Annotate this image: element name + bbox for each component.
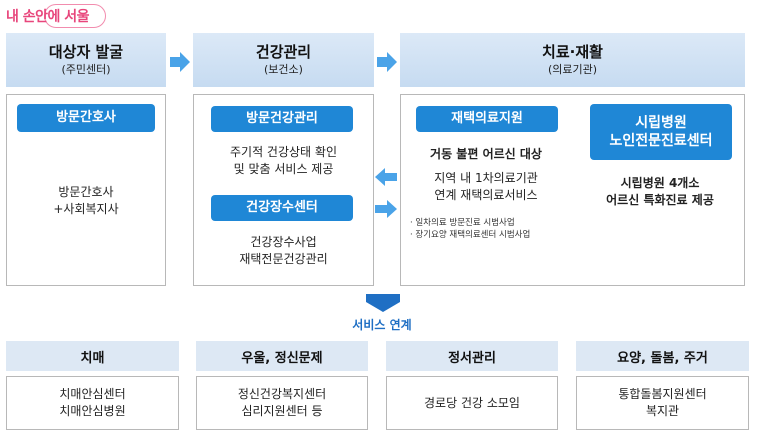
category-box-mental: 정신건강복지센터 심리지원센터 등 — [196, 376, 368, 430]
longevity-desc: 건강장수사업 재택전문건강관리 — [193, 234, 374, 268]
text-line: 치매안심병원 — [59, 404, 126, 418]
city-hospital-desc: 시립병원 4개소 어르신 특화진료 제공 — [574, 175, 746, 209]
header-title: 치료·재활 — [542, 43, 603, 61]
discovery-desc: 방문간호사 +사회복지사 — [6, 184, 166, 218]
text-line: 복지관 — [645, 404, 680, 418]
header-treatment: 치료·재활 (의료기관) — [400, 33, 745, 87]
category-head-care: 요양, 돌봄, 주거 — [576, 341, 749, 371]
category-head-emotion: 정서관리 — [386, 341, 558, 371]
pill-line: 시립병원 — [635, 115, 687, 131]
text-line: 심리지원센터 등 — [241, 404, 323, 418]
text-line: 치매안심센터 — [59, 387, 126, 401]
header-title: 대상자 발굴 — [48, 43, 124, 61]
text-line: 어르신 특화진료 제공 — [606, 193, 714, 207]
text-line: 및 맞춤 서비스 제공 — [233, 162, 334, 176]
category-head-mental: 우울, 정신문제 — [196, 341, 368, 371]
category-head-dementia: 치매 — [6, 341, 179, 371]
city-hospital-pill: 시립병원 노인전문진료센터 — [590, 104, 732, 160]
category-box-dementia: 치매안심센터 치매안심병원 — [6, 376, 179, 430]
category-box-emotion: 경로당 건강 소모임 — [386, 376, 558, 430]
text-line: 통합돌봄지원센터 — [618, 387, 707, 401]
logo-frame — [44, 4, 106, 28]
arrow-right-icon — [377, 52, 397, 72]
home-care-bullets: · 일차의료 방문진료 시범사업 · 장기요양 재택의료센터 시범사업 — [410, 217, 572, 241]
header-subtitle: (의료기관) — [547, 63, 598, 76]
arrow-right-icon — [375, 200, 397, 218]
seoul-logo: 내 손안에 서울 — [6, 9, 90, 25]
home-care-headline: 거동 불편 어르신 대상 — [430, 147, 542, 161]
arrow-right-icon — [170, 52, 190, 72]
visit-health-desc: 주기적 건강상태 확인 및 맞춤 서비스 제공 — [193, 144, 374, 178]
header-subtitle: (보건소) — [264, 63, 303, 76]
text-line: 시립병원 4개소 — [620, 176, 700, 190]
text-line: 경로당 건강 소모임 — [424, 395, 520, 410]
header-health: 건강관리 (보건소) — [193, 33, 374, 87]
header-title: 건강관리 — [255, 43, 312, 61]
arrow-left-icon — [375, 168, 397, 186]
text-line: 지역 내 1차의료기관 — [434, 171, 538, 185]
pill-line: 노인전문진료센터 — [609, 133, 713, 149]
visiting-nurse-pill: 방문간호사 — [17, 104, 155, 132]
longevity-center-pill: 건강장수센터 — [211, 195, 353, 221]
home-care-desc: 지역 내 1차의료기관 연계 재택의료서비스 — [400, 170, 572, 204]
text-line: 건강장수사업 — [250, 235, 317, 249]
text-line: 연계 재택의료서비스 — [434, 188, 538, 202]
text-line: 주기적 건강상태 확인 — [230, 145, 337, 159]
visit-health-pill: 방문건강관리 — [211, 106, 353, 132]
service-link-label: 서비스 연계 — [352, 318, 412, 332]
text-line: 정신건강복지센터 — [237, 387, 327, 401]
home-care-pill: 재택의료지원 — [416, 106, 558, 132]
bullet-item: · 장기요양 재택의료센터 시범사업 — [410, 230, 531, 240]
bullet-item: · 일차의료 방문진료 시범사업 — [410, 218, 515, 228]
category-box-care: 통합돌봄지원센터 복지관 — [576, 376, 749, 430]
text-line: +사회복지사 — [53, 202, 119, 216]
text-line: 방문간호사 — [58, 185, 114, 199]
text-line: 재택전문건강관리 — [239, 252, 328, 266]
header-subtitle: (주민센터) — [61, 63, 111, 76]
header-discovery: 대상자 발굴 (주민센터) — [6, 33, 166, 87]
arrow-down-icon — [366, 294, 400, 312]
